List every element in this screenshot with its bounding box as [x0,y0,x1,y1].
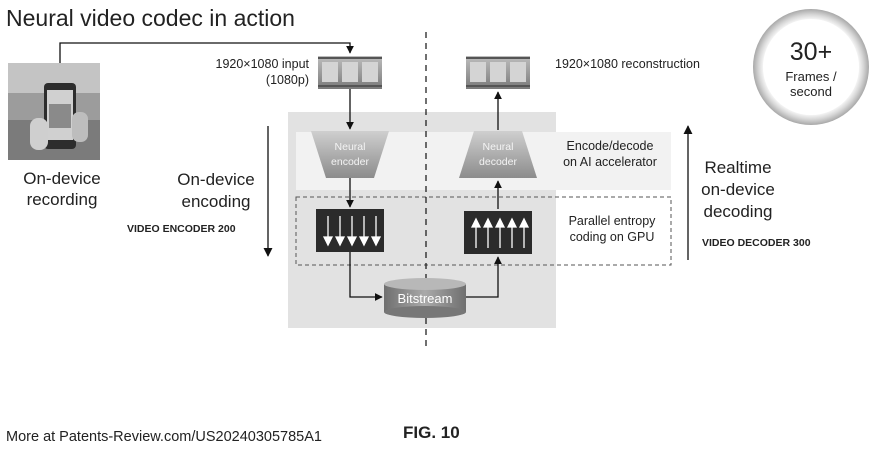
fps-badge-value: 30+ [790,38,832,66]
decoding-label-line3: decoding [703,202,772,221]
gpu-note-line2: coding on GPU [570,230,655,244]
source-footer: More at Patents-Review.com/US20240305785… [6,429,322,445]
encoding-label-line2: encoding [181,192,250,211]
up-arrows-icon [470,217,530,248]
neural-encoder-label-line1: Neural [335,141,366,153]
bitstream-cylinder [384,278,466,318]
encoding-label-line1: On-device [177,170,254,189]
neural-encoder-label-line2: encoder [331,156,369,168]
entropy-encoder-block [316,209,384,252]
neural-decoder-block [459,131,537,178]
recording-label-line2: recording [27,190,98,209]
neural-encoder-block [311,131,389,178]
output-frames-icon [466,56,530,89]
input-label-line2: (1080p) [266,73,309,87]
fps-badge-unit-line2: second [790,84,832,99]
output-label: 1920×1080 reconstruction [555,57,700,71]
neural-decoder-label-line1: Neural [483,141,514,153]
gpu-to-bitstream-arrow [349,252,383,301]
gpu-note-line1: Parallel entropy [569,214,657,228]
phone-to-input-arrow [59,42,354,63]
fps-badge-face [763,19,859,115]
accelerator-note-line1: Encode/decode [567,139,654,153]
video-encoder-ref: VIDEO ENCODER 200 [127,223,236,235]
bitstream-label: Bitstream [398,291,453,306]
accelerator-note-line2: on AI accelerator [563,155,657,169]
fps-badge-unit-line1: Frames / [785,69,837,84]
decoding-label-line2: on-device [701,180,775,199]
entropy-decoder-block [464,211,532,254]
phone-recording-image [8,63,100,160]
down-arrows-icon [322,216,382,247]
input-label-line1: 1920×1080 input [216,57,310,71]
bitstream-to-gpu-arrow [466,256,502,298]
video-decoder-ref: VIDEO DECODER 300 [702,237,811,249]
input-frames-icon [318,56,382,89]
gpu-dashed-region [295,196,672,266]
neural-decoder-label-line2: decoder [479,156,517,168]
page-title: Neural video codec in action [6,5,295,31]
figure-number: FIG. 10 [403,423,460,442]
recording-label-line1: On-device [23,169,100,188]
decoding-label-line1: Realtime [704,158,771,177]
